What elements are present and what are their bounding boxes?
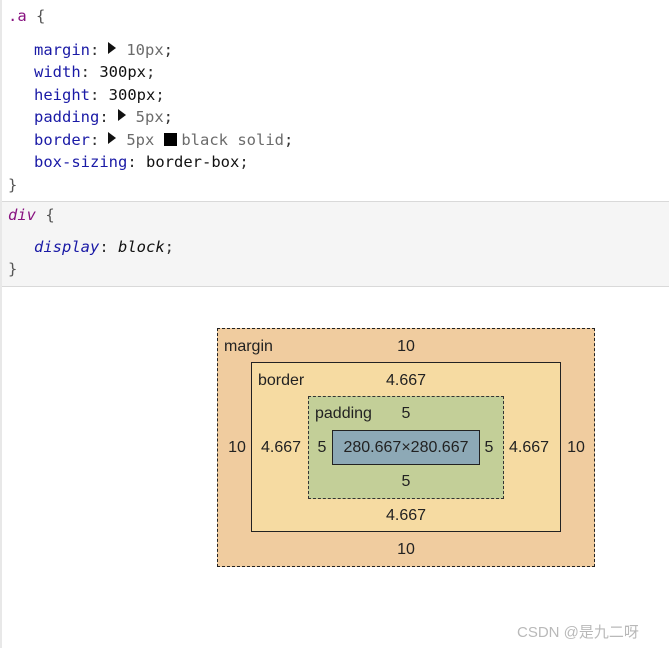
decl-display[interactable]: display: block; <box>34 238 175 256</box>
decl-height-value[interactable]: 300px <box>108 86 156 104</box>
left-frame-edge <box>0 0 2 648</box>
decl-width-prop[interactable]: width <box>34 63 81 81</box>
margin-left-value[interactable]: 10 <box>228 439 246 456</box>
decl-margin-value[interactable]: 10px <box>126 41 164 59</box>
padding-label: padding <box>315 405 372 422</box>
bottom-divider <box>2 286 669 287</box>
rule-a-selector[interactable]: .a <box>8 7 27 25</box>
border-right-value[interactable]: 4.667 <box>508 439 550 456</box>
margin-right-value[interactable]: 10 <box>567 439 585 456</box>
decl-padding-prop[interactable]: padding <box>34 108 100 126</box>
border-label: border <box>258 372 305 389</box>
style-rule-div-user-agent[interactable] <box>2 202 669 286</box>
padding-top-value[interactable]: 5 <box>401 405 411 422</box>
margin-bottom-value[interactable]: 10 <box>397 541 415 558</box>
decl-border-prop[interactable]: border <box>34 131 90 149</box>
watermark: CSDN @是九二呀 <box>517 624 639 641</box>
decl-border-value-width[interactable]: 5px <box>126 131 155 149</box>
style-rule-a[interactable] <box>2 0 669 200</box>
border-top-value[interactable]: 4.667 <box>385 372 427 389</box>
rule-div-open-brace: { <box>45 206 55 224</box>
rule-div-selector[interactable]: div <box>8 206 36 224</box>
rule-divider <box>2 201 669 202</box>
margin-top-value[interactable]: 10 <box>397 338 415 355</box>
rule-div-close-brace: } <box>8 260 18 278</box>
rule-div-close-line: } <box>8 258 17 281</box>
padding-bottom-value[interactable]: 5 <box>401 473 411 490</box>
decl-padding[interactable]: padding:5px; <box>34 108 174 126</box>
padding-left-value[interactable]: 5 <box>317 439 327 456</box>
expand-margin-icon[interactable] <box>108 42 117 54</box>
border-bottom-value[interactable]: 4.667 <box>385 507 427 524</box>
margin-label: margin <box>224 338 273 355</box>
color-swatch-icon[interactable] <box>164 133 178 146</box>
rule-a-close-line: } <box>8 174 17 197</box>
content-size-value[interactable]: 280.667×280.667 <box>343 439 469 456</box>
decl-display-value[interactable]: block <box>118 238 165 256</box>
decl-padding-value[interactable]: 5px <box>135 108 164 126</box>
decl-box-sizing[interactable]: box-sizing: border-box; <box>34 153 249 171</box>
expand-border-icon[interactable] <box>108 132 117 144</box>
decl-height[interactable]: height: 300px; <box>34 86 165 104</box>
decl-margin[interactable]: margin:10px; <box>34 41 174 59</box>
rule-a-selector-line: .a { <box>8 5 45 28</box>
decl-display-prop[interactable]: display <box>34 238 100 256</box>
rule-a-open-brace: { <box>36 7 46 25</box>
decl-margin-prop[interactable]: margin <box>34 41 90 59</box>
padding-right-value[interactable]: 5 <box>484 439 494 456</box>
decl-height-prop[interactable]: height <box>34 86 90 104</box>
rule-div-selector-line: div { <box>8 204 55 227</box>
decl-width[interactable]: width: 300px; <box>34 63 156 81</box>
box-model-content[interactable] <box>332 430 480 465</box>
decl-box-sizing-prop[interactable]: box-sizing <box>34 153 128 171</box>
decl-width-value[interactable]: 300px <box>99 63 147 81</box>
decl-box-sizing-value[interactable]: border-box <box>146 153 240 171</box>
border-left-value[interactable]: 4.667 <box>260 439 302 456</box>
decl-border-value-rest[interactable]: black solid <box>181 131 284 149</box>
rule-a-close-brace: } <box>8 176 18 194</box>
expand-padding-icon[interactable] <box>117 109 126 121</box>
